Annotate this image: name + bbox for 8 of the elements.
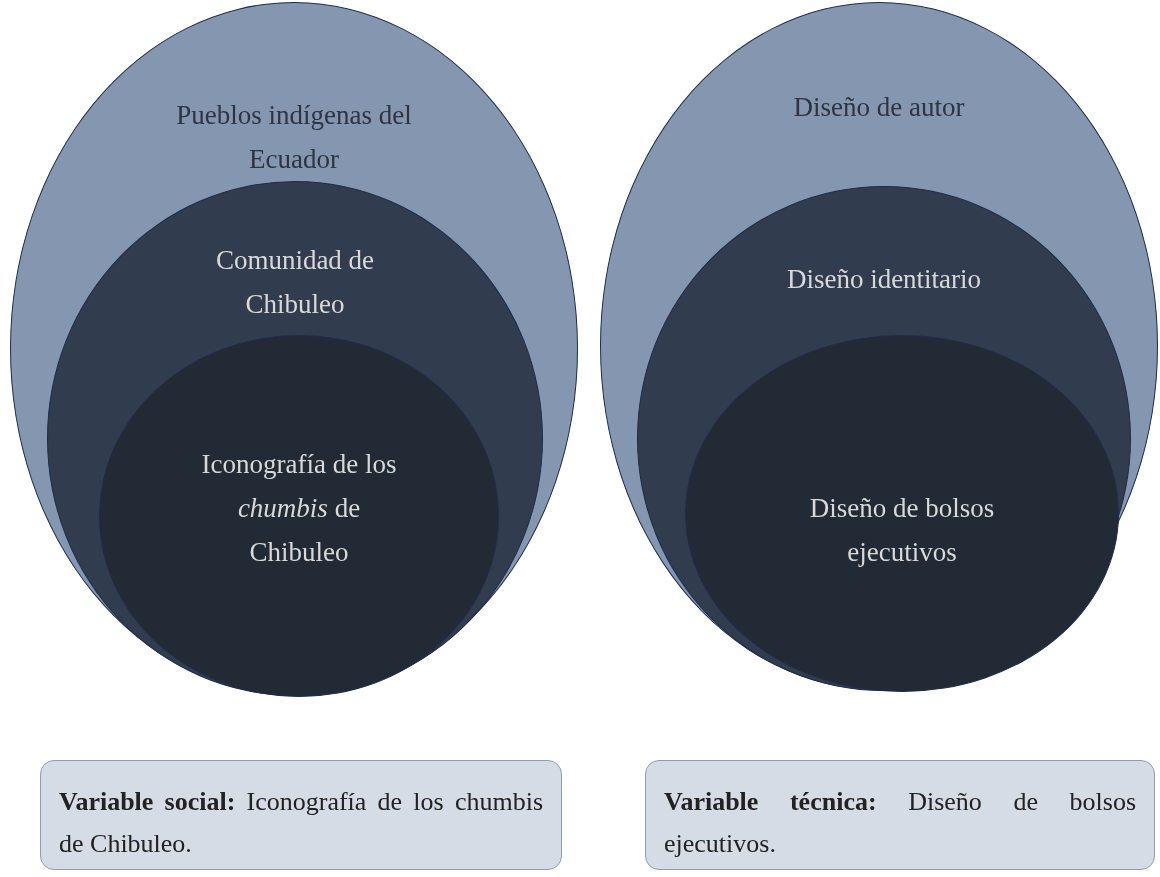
ellipse-label: Diseño identitario [785,263,983,296]
variable-card: Variable técnica: Diseño de bolsos ejecutivos. [645,760,1155,870]
ellipse-label: Diseño de bolsos ejecutivos [808,492,996,569]
ellipse-label: Iconografía de los chumbis de Chibuleo [200,448,398,569]
ellipse-label: Pueblos indígenas del Ecuador [175,99,413,176]
ellipse-label: Diseño de autor [792,91,966,124]
ellipse-label: Comunidad de Chibuleo [214,244,376,321]
variable-card: Variable social: Iconografía de los chumbis de Chibuleo. [40,760,562,870]
